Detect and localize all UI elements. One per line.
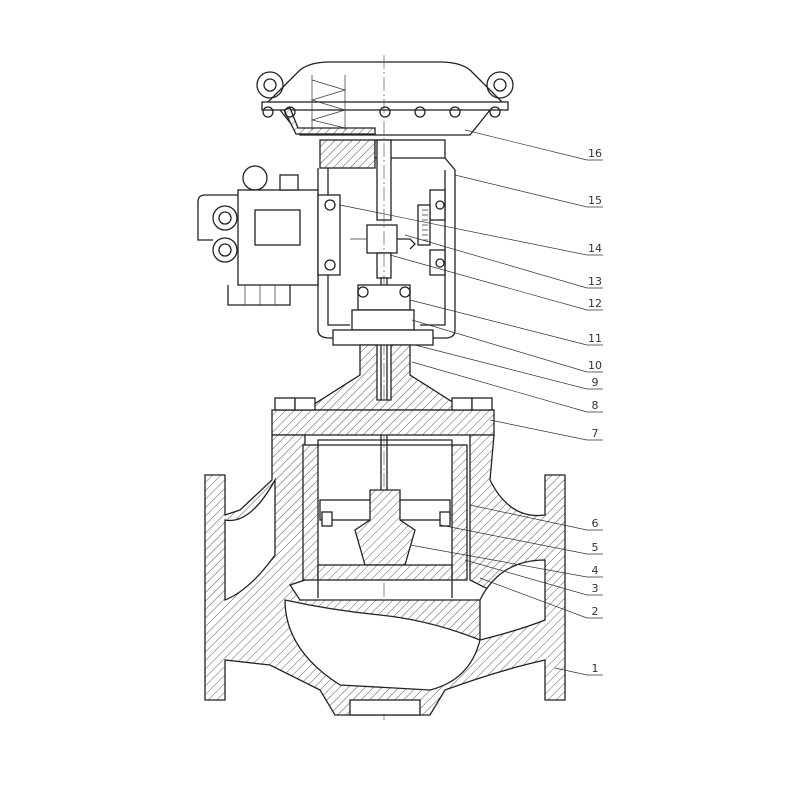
part-label-15: 15 xyxy=(588,194,602,207)
part-label-11: 11 xyxy=(588,332,602,345)
cage-and-plug xyxy=(302,439,468,598)
leader-line-2 xyxy=(479,577,603,619)
leader-line-7 xyxy=(489,419,603,441)
part-label-10: 10 xyxy=(588,359,602,372)
leader-line-12 xyxy=(389,254,603,311)
leader-line-16 xyxy=(464,129,603,161)
part-label-14: 14 xyxy=(588,242,602,255)
part-label-16: 16 xyxy=(588,147,602,160)
part-label-5: 5 xyxy=(592,541,599,554)
part-label-13: 13 xyxy=(588,275,602,288)
leader-line-11 xyxy=(409,299,603,346)
leader-line-14 xyxy=(339,204,603,256)
actuator-diaphragm-housing xyxy=(256,61,514,169)
valve-body xyxy=(204,434,566,716)
part-label-12: 12 xyxy=(588,297,602,310)
stem-assembly xyxy=(350,55,416,720)
leader-line-4 xyxy=(409,544,603,578)
leader-line-15 xyxy=(454,174,603,208)
part-label-1: 1 xyxy=(592,662,599,675)
part-label-4: 4 xyxy=(592,564,599,577)
part-callouts: 16 15 14 13 12 11 10 9 8 7 6 5 4 3 2 1 xyxy=(339,129,603,676)
part-label-3: 3 xyxy=(592,582,599,595)
bonnet xyxy=(271,284,495,436)
part-label-6: 6 xyxy=(592,517,599,530)
leader-line-8 xyxy=(411,361,603,413)
valve-positioner xyxy=(197,165,341,306)
leader-line-13 xyxy=(404,234,603,289)
part-label-9: 9 xyxy=(592,376,599,389)
leader-line-10 xyxy=(411,319,603,373)
bolt-row xyxy=(262,106,501,118)
body-bolts xyxy=(274,397,493,411)
leader-line-5 xyxy=(439,524,603,555)
leader-line-1 xyxy=(554,667,603,676)
leader-line-9 xyxy=(414,344,603,390)
leader-line-6 xyxy=(469,504,603,531)
part-label-2: 2 xyxy=(592,605,599,618)
part-label-7: 7 xyxy=(592,427,599,440)
part-label-8: 8 xyxy=(592,399,599,412)
leader-line-3 xyxy=(464,559,603,596)
